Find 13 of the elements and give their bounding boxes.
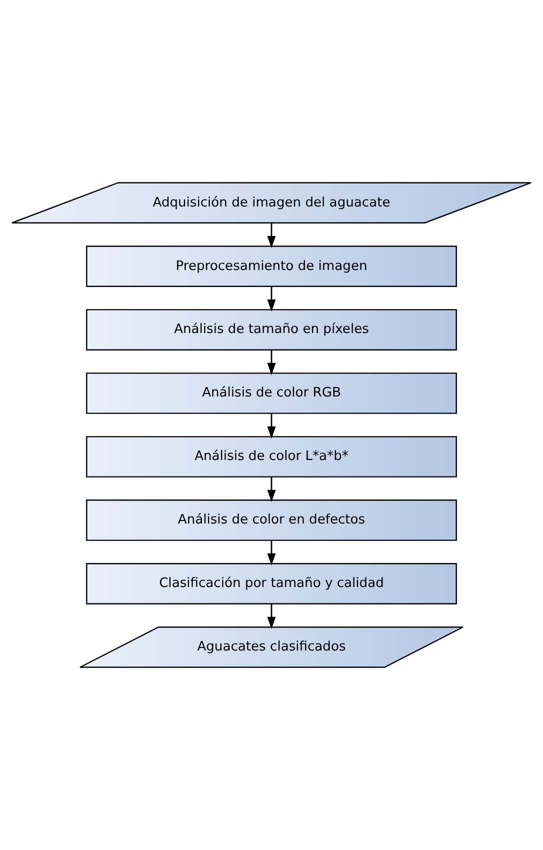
node-box: Análisis de color RGB xyxy=(86,372,457,414)
arrow xyxy=(267,540,276,566)
node-box: Preprocesamiento de imagen xyxy=(86,246,457,287)
arrow xyxy=(267,286,276,312)
arrow xyxy=(267,350,276,376)
arrow xyxy=(267,222,276,248)
node-box: Análisis de tamaño en píxeles xyxy=(86,309,457,350)
node-box: Análisis de color en defectos xyxy=(86,500,457,541)
node-box: Clasificación por tamaño y calidad xyxy=(86,563,457,604)
arrow xyxy=(267,413,276,439)
arrow xyxy=(267,604,276,630)
node-box: Análisis de color L*a*b* xyxy=(86,436,457,478)
arrow xyxy=(267,476,276,502)
